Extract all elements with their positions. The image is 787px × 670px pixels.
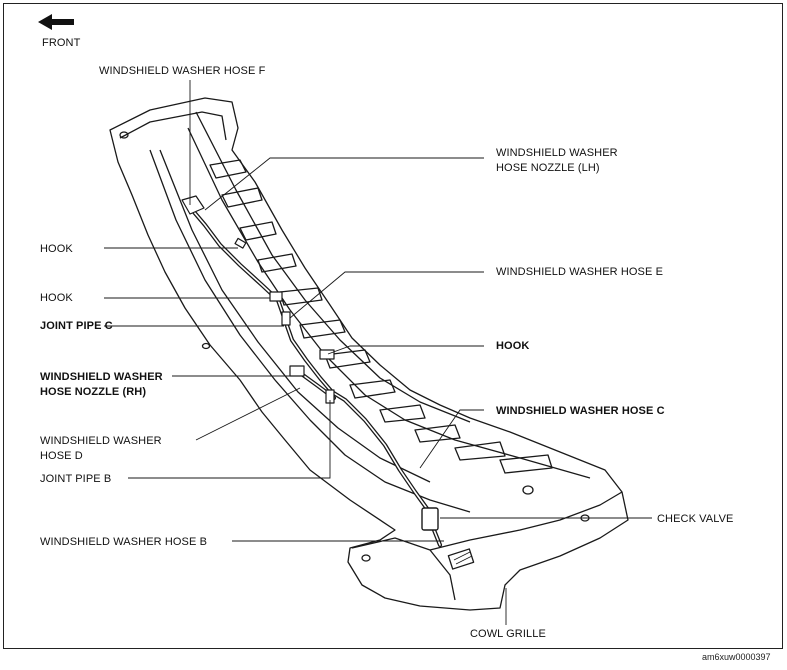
label-hose-e: WINDSHIELD WASHER HOSE E <box>496 266 664 278</box>
label-hose-b: WINDSHIELD WASHER HOSE B <box>40 536 208 548</box>
front-arrow-icon <box>38 14 74 30</box>
washer-hose-assembly <box>181 195 443 548</box>
label-hose-d-line2: HOSE D <box>40 450 83 462</box>
label-joint-b: JOINT PIPE B <box>40 473 112 485</box>
label-hook-2: HOOK <box>40 292 73 304</box>
label-nozzle-rh-line1: WINDSHIELD WASHER <box>40 371 163 383</box>
label-check-valve: CHECK VALVE <box>657 513 734 525</box>
label-hose-f: WINDSHIELD WASHER HOSE F <box>99 65 266 77</box>
leader-lines <box>104 80 652 625</box>
figure-code: am6xuw0000397 <box>702 652 771 662</box>
front-label: FRONT <box>42 37 81 49</box>
label-hook-1: HOOK <box>40 243 73 255</box>
label-hose-d-line1: WINDSHIELD WASHER <box>40 435 162 447</box>
cowl-grille-part <box>109 97 629 611</box>
label-hose-c: WINDSHIELD WASHER HOSE C <box>496 405 665 417</box>
label-cowl-grille: COWL GRILLE <box>470 628 546 640</box>
diagram-frame <box>3 3 783 649</box>
label-nozzle-lh-line1: WINDSHIELD WASHER <box>496 147 618 159</box>
label-hook-3: HOOK <box>496 340 530 352</box>
label-nozzle-lh-line2: HOSE NOZZLE (LH) <box>496 162 600 174</box>
label-nozzle-rh-line2: HOSE NOZZLE (RH) <box>40 386 147 398</box>
label-joint-c: JOINT PIPE C <box>40 320 113 332</box>
